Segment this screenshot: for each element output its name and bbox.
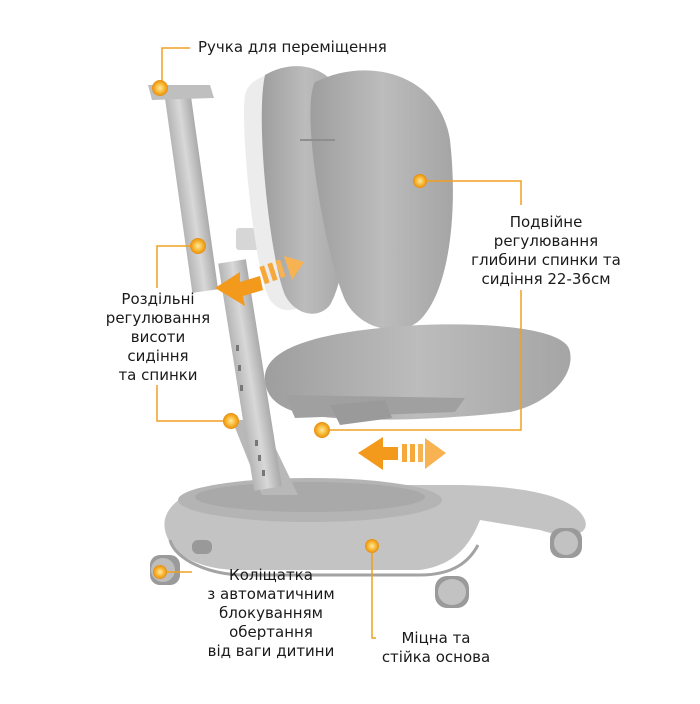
label-casters-line: від ваги дитини: [207, 642, 335, 660]
label-height-line: Роздільні: [121, 290, 195, 308]
callout-lines: [156, 47, 522, 639]
label-height-adjustment: Роздільні регулювання висоти сидіння та …: [98, 290, 218, 385]
callout-markers: [152, 80, 427, 579]
label-casters-line: обертання: [229, 623, 313, 641]
label-casters-line: з автоматичним: [207, 585, 335, 603]
label-base-line: стійка основа: [381, 648, 491, 666]
seat: [264, 324, 571, 425]
label-height-line: сидіння: [127, 347, 189, 365]
label-casters-line: Коліщатка: [229, 566, 313, 584]
label-base-line: Міцна та: [401, 629, 471, 647]
label-height-line: та спинки: [118, 366, 198, 384]
label-depth-line: регулювання: [493, 232, 599, 250]
label-base: Міцна та стійка основа: [376, 629, 496, 667]
label-depth-line: Подвійне: [509, 213, 583, 231]
depth-arrow-seat: [358, 437, 446, 470]
label-depth-adjustment: Подвійне регулювання глибини спинки та с…: [446, 213, 646, 289]
label-handle-text: Ручка для переміщення: [198, 38, 387, 56]
chair-base: [164, 478, 586, 577]
label-height-line: регулювання: [105, 309, 211, 327]
depth-arrow-back: [215, 256, 304, 306]
label-casters-line: блокуванням: [219, 604, 323, 622]
label-depth-line: глибини спинки та: [471, 251, 621, 269]
caster-wheels: [150, 528, 582, 608]
label-handle: Ручка для переміщення: [198, 38, 387, 57]
label-depth-line: сидіння 22-36см: [481, 270, 611, 288]
label-height-line: висоти: [130, 328, 186, 346]
backrest: [244, 66, 453, 330]
label-casters: Коліщатка з автоматичним блокуванням обе…: [196, 566, 346, 661]
